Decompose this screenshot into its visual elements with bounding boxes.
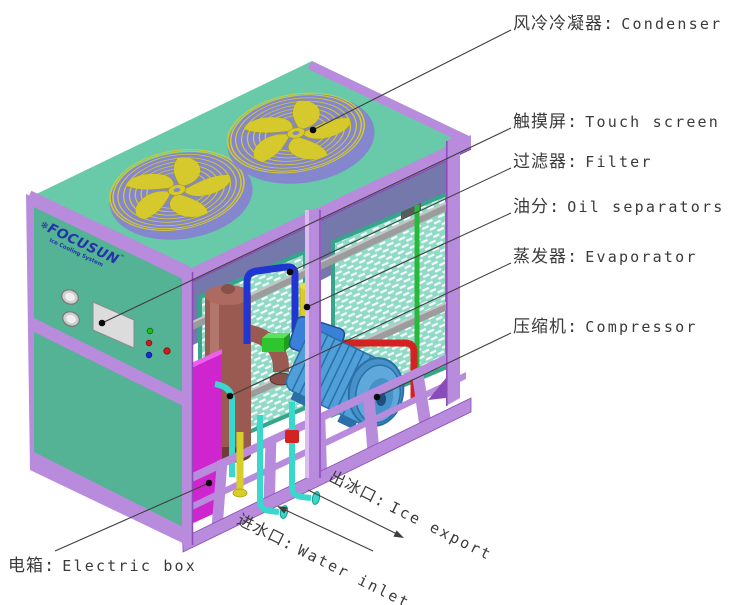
callout-touch-screen-zh: 触摸屏: bbox=[513, 112, 579, 132]
condenser-fan-left bbox=[102, 138, 253, 242]
callout-touch-screen: 触摸屏: Touch screen bbox=[513, 107, 720, 132]
right-post bbox=[446, 134, 460, 406]
front-panel-upper bbox=[34, 207, 185, 393]
callout-compressor-zh: 压缩机: bbox=[513, 317, 579, 337]
callout-filter-zh: 过滤器: bbox=[513, 152, 579, 172]
filter-pipe-blue bbox=[243, 263, 299, 344]
base-front-beam bbox=[182, 397, 472, 553]
base-mid-beam bbox=[186, 372, 466, 513]
panel-button-top-face bbox=[65, 292, 75, 302]
leader-compressor bbox=[376, 332, 512, 398]
front-corner-post bbox=[182, 272, 193, 545]
leader-lines bbox=[54, 29, 512, 552]
leader-oil-separator bbox=[306, 212, 512, 308]
indicator-light-red bbox=[145, 339, 153, 347]
callout-condenser-zh: 风冷冷凝器: bbox=[513, 14, 615, 34]
corner-gusset bbox=[428, 378, 446, 400]
callout-oil-separator-en: Oil separators bbox=[567, 198, 725, 216]
callout-evaporator-zh: 蒸发器: bbox=[513, 247, 579, 267]
callout-touch-screen-en: Touch screen bbox=[585, 113, 721, 131]
water-pipe-2 bbox=[289, 402, 312, 501]
water-pipe-1 bbox=[257, 415, 280, 515]
callout-compressor: 压缩机: Compressor bbox=[513, 312, 698, 337]
callout-oil-separator-zh: 油分: bbox=[513, 197, 561, 217]
leader-filter bbox=[289, 167, 512, 273]
callout-filter-en: Filter bbox=[585, 153, 653, 171]
cyan-pipe-left bbox=[214, 381, 235, 477]
red-valve bbox=[285, 430, 299, 443]
flow-arrows bbox=[277, 489, 404, 552]
leader-touch-screen bbox=[101, 127, 512, 324]
callout-electric-box-zh: 电箱: bbox=[8, 556, 56, 576]
panel-button-bottom-face bbox=[66, 314, 76, 324]
left-face bbox=[26, 194, 193, 548]
indicator-light-blue bbox=[145, 351, 153, 359]
electric-box bbox=[189, 349, 222, 525]
callout-electric-box: 电箱: Electric box bbox=[8, 551, 197, 576]
leader-condenser bbox=[312, 29, 512, 131]
top-rear-rim bbox=[307, 61, 471, 145]
callout-condenser: 风冷冷凝器: Condenser bbox=[513, 9, 722, 34]
condenser-fan-right bbox=[220, 82, 375, 184]
top-front-beam bbox=[183, 135, 471, 286]
ice-export-arrow bbox=[307, 489, 400, 536]
leader-dots bbox=[98, 126, 381, 487]
callout-compressor-en: Compressor bbox=[585, 318, 698, 336]
leader-evaporator bbox=[229, 262, 512, 397]
water-inlet-arrow bbox=[280, 507, 374, 552]
leader-electric-box bbox=[54, 482, 210, 552]
callout-oil-separator: 油分: Oil separators bbox=[513, 192, 724, 217]
indicator-light-green bbox=[146, 327, 154, 335]
callout-condenser-en: Condenser bbox=[621, 15, 723, 33]
connection-pipes bbox=[232, 402, 321, 519]
callout-evaporator: 蒸发器: Evaporator bbox=[513, 242, 698, 267]
callout-electric-box-en: Electric box bbox=[62, 557, 198, 575]
callout-evaporator-en: Evaporator bbox=[585, 248, 698, 266]
front-panel-lower bbox=[34, 332, 185, 528]
callout-filter: 过滤器: Filter bbox=[513, 147, 653, 172]
emergency-button[interactable] bbox=[163, 347, 171, 355]
junction-box bbox=[262, 333, 290, 352]
